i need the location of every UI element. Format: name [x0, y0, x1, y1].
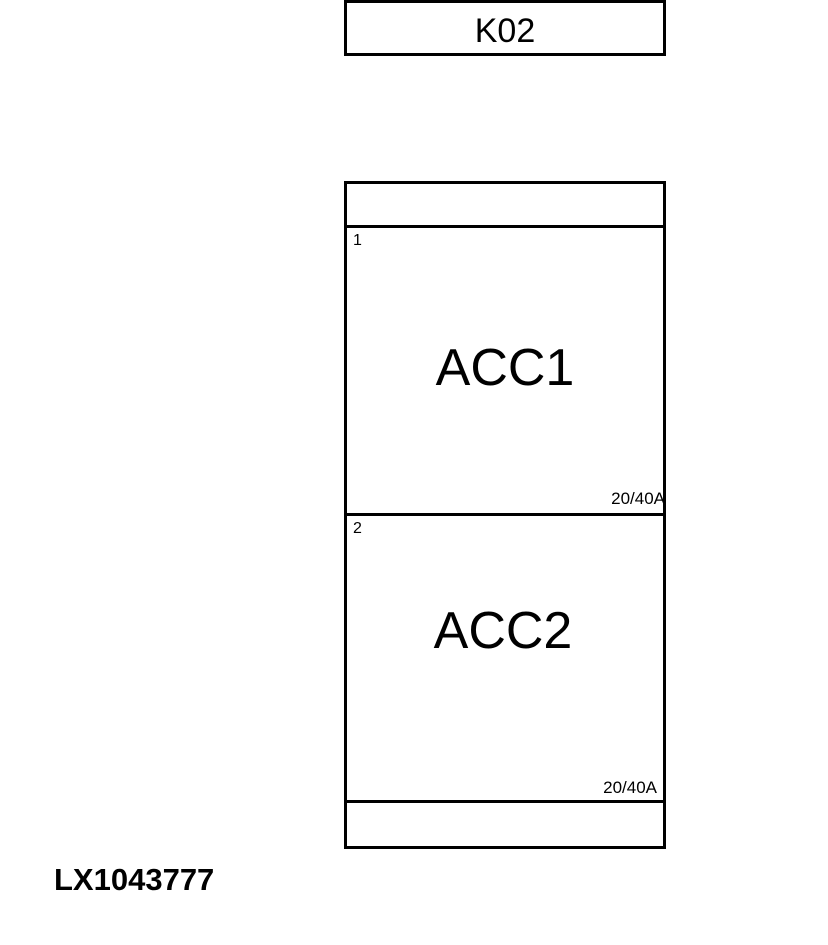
slot-number: 1 — [353, 232, 362, 249]
fuse-rating: 20/40A — [603, 778, 657, 797]
relay-label: K02 — [474, 12, 536, 50]
divider-bottom — [344, 800, 666, 803]
slot-number: 2 — [353, 520, 362, 537]
fuse-name: ACC1 — [435, 339, 575, 397]
divider-middle — [344, 513, 666, 516]
figure-id: LX1043777 — [54, 862, 215, 897]
relay-label-box: K02 — [344, 0, 666, 56]
fuse-rating: 20/40A — [611, 489, 665, 508]
fuse-slot-1: 1 ACC1 20/40A — [347, 228, 665, 513]
fuse-name: ACC2 — [433, 602, 573, 660]
fuse-slot-2: 2 ACC2 20/40A — [347, 516, 663, 800]
divider-top — [344, 225, 666, 228]
